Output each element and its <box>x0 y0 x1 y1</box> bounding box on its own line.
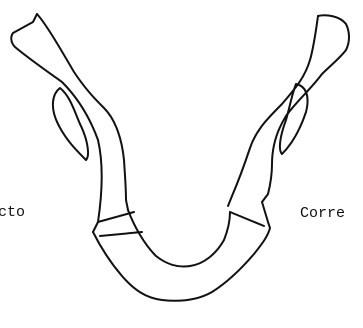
left-ramus-inner <box>37 14 128 210</box>
left-label: cto <box>0 205 25 220</box>
right-label: Corre <box>300 206 345 221</box>
mandible-body-inner <box>128 210 230 267</box>
right-section-line <box>230 212 264 226</box>
left-section-line <box>98 212 134 222</box>
left-section-line-lower <box>100 232 142 236</box>
left-coronoid <box>53 88 88 160</box>
right-ramus-outline <box>262 15 349 202</box>
right-ramus-inner <box>228 16 318 206</box>
